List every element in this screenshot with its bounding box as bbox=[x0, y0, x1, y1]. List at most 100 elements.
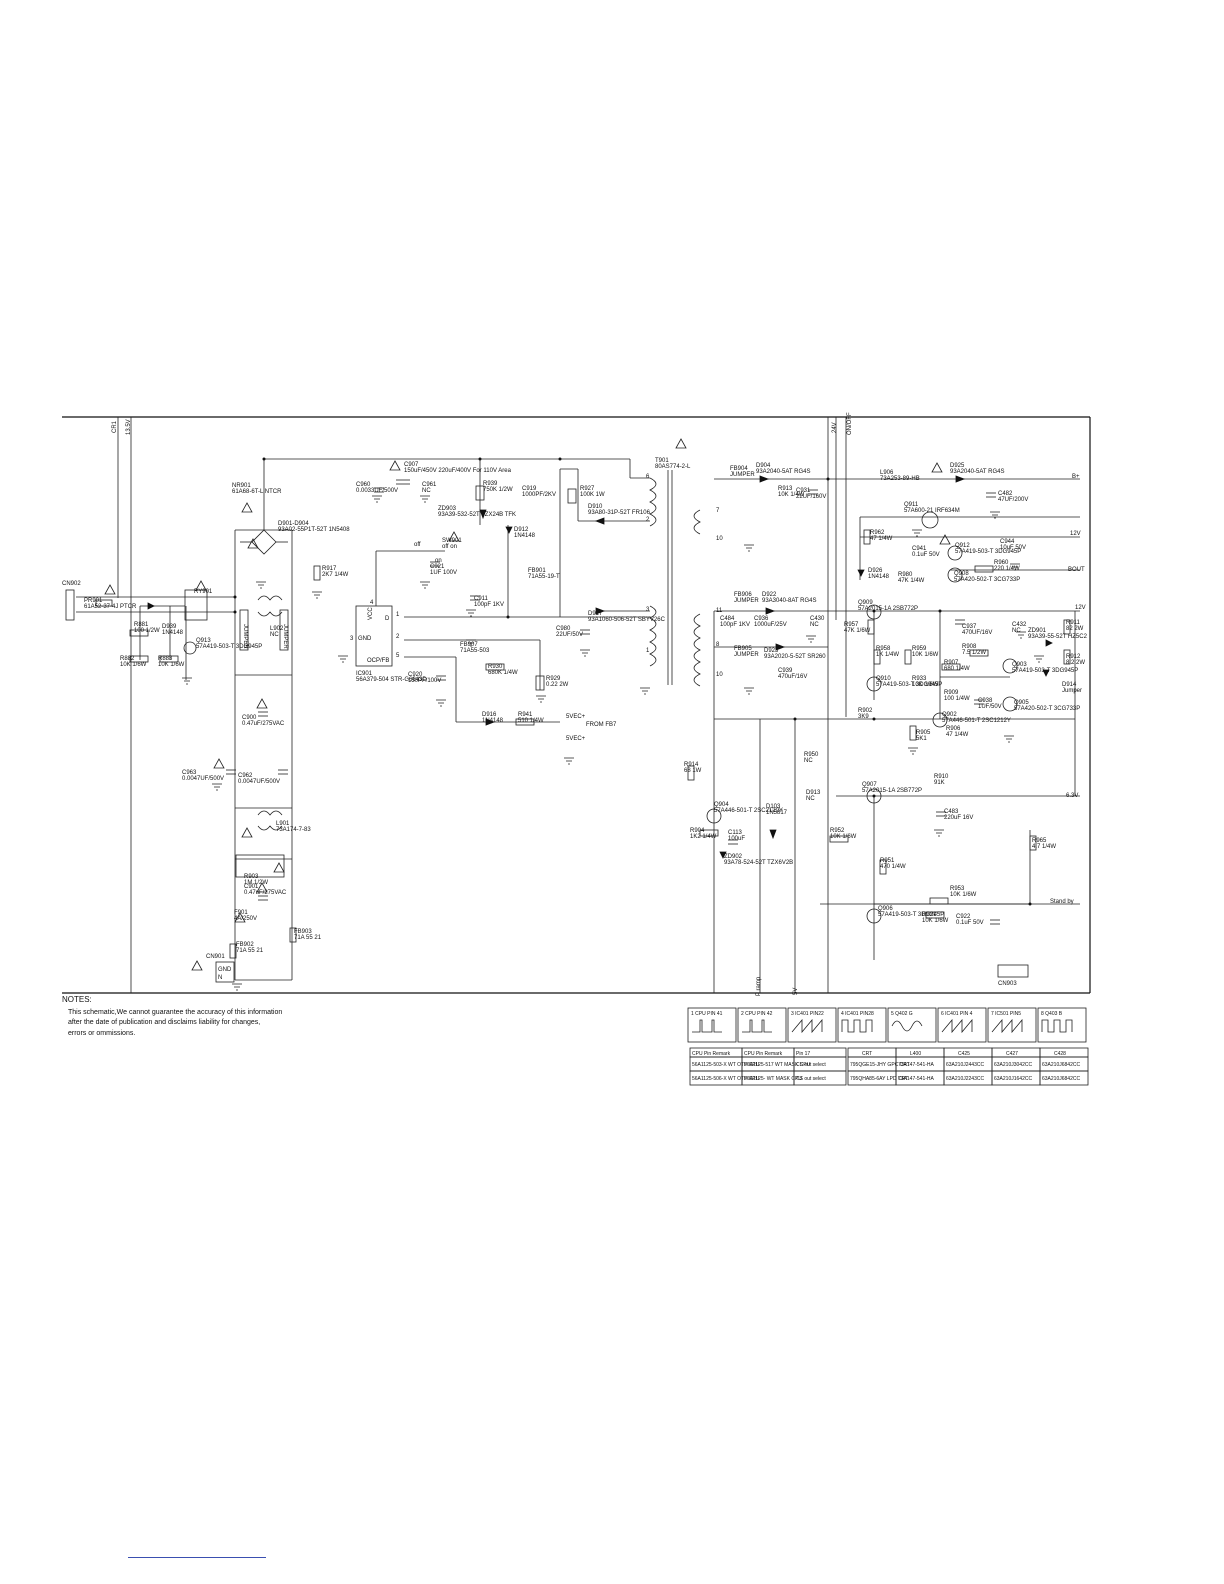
component-ref-d926: D926 bbox=[868, 568, 883, 574]
component-value-c960: 0.0033UF/500V bbox=[356, 488, 398, 494]
component-ref-r962: R962 bbox=[870, 530, 885, 536]
ic901-pin4: 4 bbox=[370, 600, 374, 606]
component-ref-fb905: FB905 bbox=[734, 646, 752, 652]
waveform-cell bbox=[987, 1007, 1037, 1043]
component-value-fb901: 71A55-19-T bbox=[528, 574, 560, 580]
component-value-q905: 57A420-502-T 3CG733P bbox=[1014, 706, 1080, 712]
component-value-q909: 57A2015-1A 2SB772P bbox=[858, 606, 918, 612]
component-ref-c483: C483 bbox=[944, 809, 959, 815]
component-value-r904: 1K2 1/4W bbox=[690, 834, 717, 840]
component-ref-pr901: PR901 bbox=[84, 598, 103, 604]
net-p-ramp: P ramp bbox=[756, 976, 762, 996]
part-table-value: 63A210J2243CC bbox=[946, 1076, 984, 1082]
part-table-value: 73A147-541-HA bbox=[898, 1076, 935, 1082]
component-value-c922: 0.1uF 50V bbox=[956, 920, 984, 926]
component-value-q904: 57A446-501-T 2SC2120Y bbox=[714, 808, 783, 814]
part-table-value: 63A210J2443CC bbox=[946, 1062, 984, 1068]
component-value-d925: 93A2040-5AT RG4S bbox=[950, 469, 1004, 475]
component-value-d922: 93A3040-8AT RG4S bbox=[762, 598, 816, 604]
component-ref-r914: R914 bbox=[684, 762, 699, 768]
component-value-c938: 1UF/50V bbox=[978, 704, 1002, 710]
net-6v3: 6.3V bbox=[1066, 793, 1078, 799]
transistor-symbols bbox=[183, 511, 1018, 924]
component-value-r910: 91K bbox=[934, 780, 945, 786]
component-ref-c430: C430 bbox=[810, 616, 825, 622]
component-ref-ic901: IC901 bbox=[356, 671, 373, 677]
component-value-c900: 0.47uF/275VAC bbox=[242, 721, 285, 727]
component-value-r913: 10K 1/4W bbox=[778, 492, 805, 498]
part-table-header: CRT bbox=[862, 1051, 872, 1057]
component-ref-c432: C432 bbox=[1012, 622, 1027, 628]
component-value-r908: 7.5 1/2W bbox=[962, 650, 986, 656]
ic901-pin5: 5 bbox=[396, 653, 400, 659]
net-5vec-b: 5VEC+ bbox=[566, 736, 586, 742]
component-ref-r911: R911 bbox=[1066, 620, 1081, 626]
waveform-cell bbox=[887, 1007, 937, 1043]
cpu-table-value: 56A1125- WT MASK CPU bbox=[744, 1076, 802, 1082]
component-ref-fb906: FB906 bbox=[734, 592, 752, 598]
cpu-table-value: 56A1125-517 WT MASK CPU bbox=[744, 1062, 811, 1068]
component-value-r917: 2K7 1/4W bbox=[322, 572, 349, 578]
waveform-cell bbox=[737, 1007, 787, 1043]
component-ref-l902: L902 bbox=[270, 626, 284, 632]
component-ref-q911: Q911 bbox=[904, 502, 919, 508]
switch-on: on bbox=[435, 558, 442, 564]
component-value-c483: 220uF 16V bbox=[944, 815, 973, 821]
part-table-cell bbox=[1039, 1070, 1089, 1086]
component-ref-c962: C962 bbox=[238, 773, 253, 779]
tpin-6: 6 bbox=[646, 474, 650, 480]
component-ref-c922: C922 bbox=[956, 914, 971, 920]
component-ref-q908: Q908 bbox=[954, 571, 969, 577]
component-value-c920: 150PF/100V bbox=[408, 678, 441, 684]
component-value-r962: 47 1/4W bbox=[870, 536, 893, 542]
component-value-d917: 93A1060-506-52T SBYV26C bbox=[588, 617, 666, 623]
component-ref-zd903: ZD903 bbox=[438, 506, 457, 512]
component-value-d916: 1N4148 bbox=[482, 718, 504, 724]
tpin-1: 1 bbox=[646, 648, 650, 654]
component-value-q911: 57A600-21 IRF634M bbox=[904, 508, 960, 514]
tpin-10a: 10 bbox=[716, 536, 723, 542]
component-ref-c941: C941 bbox=[912, 546, 927, 552]
component-ref-d901-d904: D901-D904 bbox=[278, 521, 309, 527]
component-value-q903: 57A419-503-T 3DG945P bbox=[1012, 668, 1078, 674]
component-value-fb907: 71A55-503 bbox=[460, 648, 490, 654]
component-ref-r941: R941 bbox=[518, 712, 533, 718]
component-value-fb903: 71A 55 21 bbox=[294, 935, 322, 941]
part-table-value: 63A210J3042CC bbox=[994, 1062, 1032, 1068]
notes-block: NOTES: This schematic,We cannot guarante… bbox=[62, 995, 282, 1037]
component-ref-d917: D917 bbox=[588, 611, 603, 617]
component-value-r911: 82 2W bbox=[1066, 626, 1084, 632]
cpu-table-value: CS out select bbox=[796, 1076, 826, 1082]
component-value-r907: 680 1/4W bbox=[944, 666, 970, 672]
waveform-trace bbox=[742, 1019, 772, 1033]
part-table-value: 63A210J1642CC bbox=[994, 1076, 1032, 1082]
notes-line-1: This schematic,We cannot guarantee the a… bbox=[68, 1009, 282, 1016]
component-value-c901: 0.47uF/275VAC bbox=[244, 890, 287, 896]
component-value-d923: 93A2020-5-52T SR260 bbox=[764, 654, 826, 660]
net-label-24v: 24V bbox=[832, 422, 838, 433]
waveform-cell bbox=[937, 1007, 987, 1043]
waveform-cell bbox=[787, 1007, 837, 1043]
component-ref-fb907: FB907 bbox=[460, 642, 478, 648]
waveform-cell bbox=[687, 1007, 737, 1043]
waveform-trace bbox=[891, 1020, 923, 1032]
component-ref-r960: R960 bbox=[994, 560, 1009, 566]
component-value-r912: 8.2 2W bbox=[1066, 660, 1085, 666]
cpu-table-header: CPU Pin Remark bbox=[692, 1051, 731, 1057]
component-ref-r913: R913 bbox=[778, 486, 793, 492]
component-value-l901: 73A174-7-83 bbox=[276, 827, 311, 833]
tpin-2: 2 bbox=[646, 517, 650, 523]
component-ref-d913: D913 bbox=[806, 790, 821, 796]
component-ref-q903: Q903 bbox=[1012, 662, 1027, 668]
component-value-r905: 5K1 bbox=[916, 736, 927, 742]
component-ref-r903: R903 bbox=[244, 874, 259, 880]
component-ref-f901: F901 bbox=[234, 910, 248, 916]
switch-off: off bbox=[414, 542, 421, 548]
connector-labels: CN902 CN901 CN903 GND N bbox=[62, 581, 1017, 987]
component-ref-d912: D912 bbox=[514, 527, 529, 533]
component-ref-d910: D910 bbox=[588, 504, 603, 510]
ic901-pin1: 1 bbox=[396, 612, 400, 618]
component-ref-l906: L906 bbox=[880, 470, 894, 476]
waveform-trace bbox=[791, 1018, 823, 1034]
